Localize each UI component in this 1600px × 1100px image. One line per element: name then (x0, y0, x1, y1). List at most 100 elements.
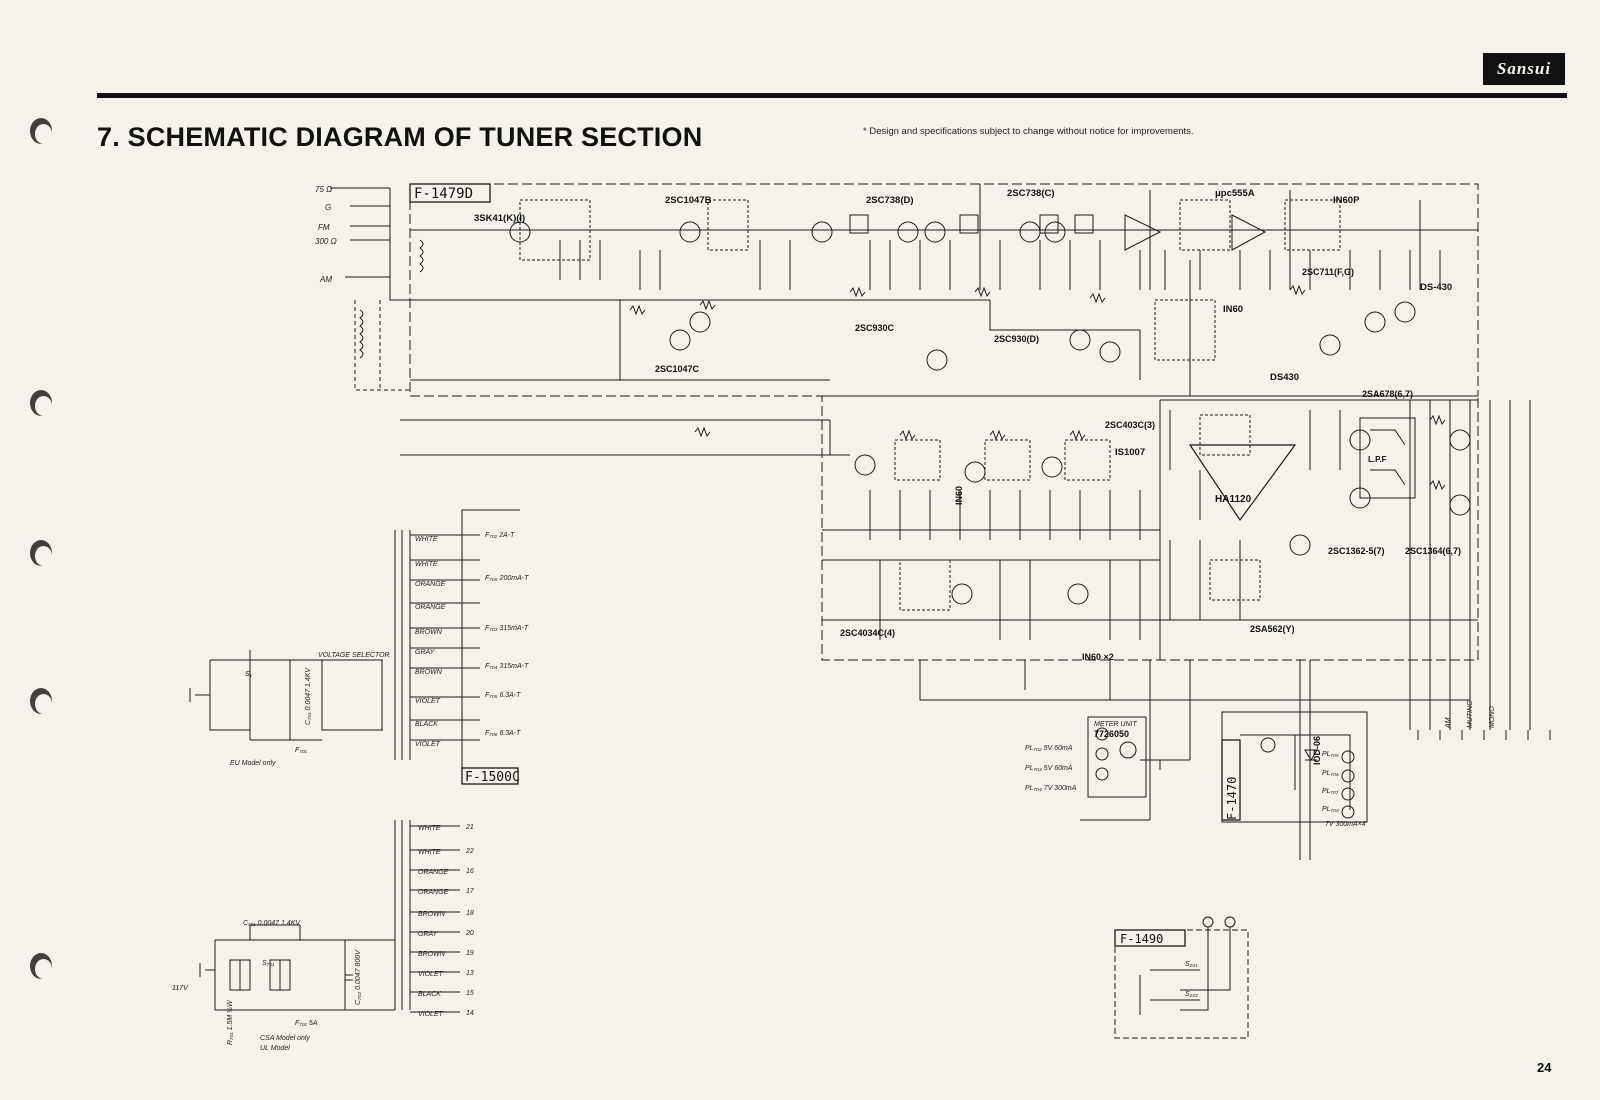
page-number: 24 (1537, 1060, 1552, 1075)
tr-if1-label: 2SC738(D) (866, 195, 914, 206)
svg-text:MONO: MONO (1489, 706, 1496, 728)
svg-text:BLACK: BLACK (418, 991, 441, 998)
svg-text:GRAY: GRAY (415, 649, 436, 656)
svg-text:WHITE: WHITE (415, 561, 438, 568)
svg-text:BROWN: BROWN (415, 629, 443, 636)
svg-text:AM: AM (319, 275, 332, 284)
svg-text:EU Model only: EU Model only (230, 760, 276, 767)
tr-sa562-label: 2SA562(Y) (1250, 624, 1295, 634)
svg-text:ORANGE: ORANGE (415, 604, 446, 611)
ds430b-label: DS430 (1270, 372, 1299, 383)
fet-label: 3SK41(K)(I) (474, 213, 525, 224)
ic-label: μpc555A (1215, 188, 1255, 199)
sansui-logo: Sansui (1483, 53, 1565, 85)
tr-am-label: 2SC930(D) (994, 334, 1039, 344)
svg-text:20: 20 (465, 930, 474, 937)
tuner-board-tag (409, 183, 491, 203)
svg-text:C₇₀₁ 0.0047 1.4KV: C₇₀₁ 0.0047 1.4KV (305, 667, 312, 725)
us-power-labels: WHITE WHITE ORANGE ORANGE BROWN GRAY BRO… (172, 824, 475, 1052)
lamp-board-label: F-1470 (1225, 777, 1239, 820)
svg-text:VIOLET: VIOLET (415, 698, 441, 705)
svg-text:VIOLET: VIOLET (418, 1011, 444, 1018)
tr-4034-label: 2SC4034C(4) (840, 628, 895, 638)
svg-text:F₇₀₈ 200mA-T: F₇₀₈ 200mA-T (485, 575, 529, 582)
svg-text:MUTING: MUTING (1467, 700, 1474, 728)
svg-text:117V: 117V (172, 985, 189, 992)
binder-hole-icon (30, 540, 52, 566)
meter-unit-label: METER UNIT (1094, 721, 1138, 728)
switch-s01-label: S₂₀₁ (1185, 961, 1198, 968)
antenna-labels: 75 Ω G FM 300 Ω AM (315, 185, 337, 284)
tr-1362-label: 2SC1362-5(7) (1328, 546, 1385, 556)
svg-text:BLACK: BLACK (415, 721, 438, 728)
svg-text:R₇₀₁ 1.5M ½W: R₇₀₁ 1.5M ½W (226, 999, 234, 1045)
header-rule (97, 93, 1567, 98)
tuner-board-label: F-1479D (414, 186, 473, 202)
svg-text:ORANGE: ORANGE (418, 889, 449, 896)
svg-text:18: 18 (466, 910, 474, 917)
svg-text:PL₇₀₃ 5V 60mA: PL₇₀₃ 5V 60mA (1025, 765, 1073, 772)
svg-text:F₇₀₁ 5A: F₇₀₁ 5A (295, 1020, 318, 1027)
svg-text:VIOLET: VIOLET (418, 971, 444, 978)
tr-buf-label: 2SC930C (855, 323, 895, 333)
svg-text:C₇₀₂ 0.0047 800V: C₇₀₂ 0.0047 800V (355, 949, 362, 1005)
svg-text:19: 19 (466, 950, 474, 957)
svg-text:F₇₀₄ 315mA-T: F₇₀₄ 315mA-T (485, 663, 529, 670)
svg-text:16: 16 (466, 868, 474, 875)
component-labels: 3SK41(K)(I) 2SC1047B 2SC738(D) 2SC738(C)… (474, 188, 1461, 765)
svg-text:WHITE: WHITE (415, 536, 438, 543)
binder-hole-icon (30, 953, 52, 979)
switch-s02-label: S₂₀₂ (1185, 991, 1198, 998)
power-board-label: F-1500C (465, 770, 520, 785)
svg-text:VIOLET: VIOLET (415, 741, 441, 748)
page-title: 7. SCHEMATIC DIAGRAM OF TUNER SECTION (97, 122, 703, 152)
svg-text:22: 22 (465, 848, 474, 855)
disclaimer-note: * Design and specifications subject to c… (863, 126, 1194, 137)
tr-rf-label: 2SC1047B (665, 195, 712, 206)
svg-text:AM: AM (1445, 717, 1452, 729)
svg-text:75 Ω: 75 Ω (315, 185, 332, 194)
svg-text:15: 15 (466, 990, 474, 997)
eu-power-labels: WHITE WHITE ORANGE ORANGE BROWN GRAY BRO… (230, 532, 529, 767)
diode-is-label: IS1007 (1115, 447, 1145, 458)
svg-text:GRAY: GRAY (418, 931, 439, 938)
svg-text:PL₇₀₄ 7V 300mA: PL₇₀₄ 7V 300mA (1025, 785, 1077, 792)
svg-text:PL₇₀₆: PL₇₀₆ (1322, 770, 1339, 777)
meter-unit-code: 7726050 (1094, 729, 1129, 739)
ha1120-label: HA1120 (1215, 494, 1252, 505)
svg-text:F₇₀₃ 315mA-T: F₇₀₃ 315mA-T (485, 625, 529, 632)
binder-hole-icon (30, 390, 52, 416)
tr-sc403-label: 2SC403C(3) (1105, 420, 1155, 430)
svg-text:WHITE: WHITE (418, 825, 441, 832)
svg-text:G: G (325, 203, 331, 212)
svg-text:PL₇₀₇: PL₇₀₇ (1322, 788, 1339, 795)
svg-text:S₇₀₁: S₇₀₁ (262, 960, 275, 967)
binder-hole-icon (30, 688, 52, 714)
svg-text:13: 13 (466, 970, 474, 977)
transistor-symbols (509, 221, 1471, 605)
switch-board-label: F-1490 (1120, 932, 1163, 946)
svg-text:PL₇₀₂ 5V 60mA: PL₇₀₂ 5V 60mA (1025, 745, 1073, 752)
svg-text:ORANGE: ORANGE (418, 869, 449, 876)
svg-text:CSA Model only: CSA Model only (260, 1035, 310, 1042)
tr-mid-label: 2SC711(F,G) (1302, 267, 1354, 277)
svg-text:S₁: S₁ (245, 671, 253, 678)
svg-text:7V 300mA×4: 7V 300mA×4 (1325, 821, 1366, 828)
svg-text:BROWN: BROWN (418, 911, 446, 918)
resistor-symbols (629, 284, 1446, 491)
tr-if2-label: 2SC738(C) (1007, 188, 1055, 199)
svg-text:14: 14 (466, 1010, 474, 1017)
tr-1364-label: 2SC1364(6,7) (1405, 546, 1461, 556)
svg-text:300 Ω: 300 Ω (315, 237, 337, 246)
output-labels: AM MUTING MONO (1445, 700, 1496, 729)
svg-text:F₇₀₂ 2A-T: F₇₀₂ 2A-T (485, 532, 515, 539)
svg-text:C₇₀₁ 0.0047 1.4KV: C₇₀₁ 0.0047 1.4KV (243, 920, 301, 927)
svg-text:ORANGE: ORANGE (415, 581, 446, 588)
coil-symbols (359, 239, 424, 359)
svg-text:UL Model: UL Model (260, 1045, 290, 1052)
svg-text:PL₇₀₈: PL₇₀₈ (1322, 806, 1339, 813)
svg-text:BROWN: BROWN (418, 951, 446, 958)
tuner-board-outline (409, 183, 1479, 397)
svg-text:21: 21 (465, 824, 474, 831)
